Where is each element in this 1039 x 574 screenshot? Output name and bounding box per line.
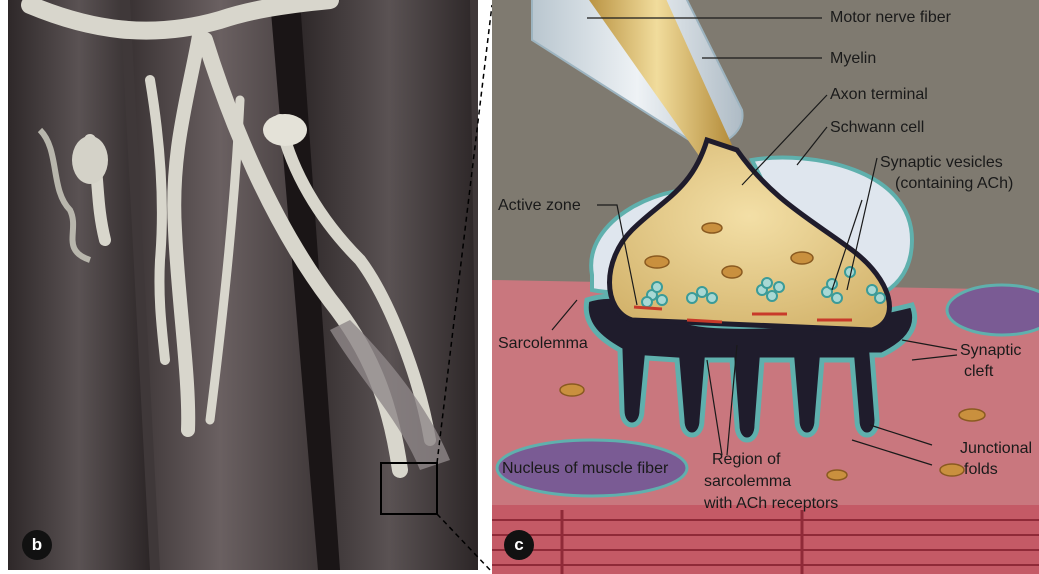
label-junctional-folds-1: Junctional xyxy=(960,439,1032,458)
panel-c-badge: c xyxy=(504,530,534,560)
diagram-panel: Motor nerve fiber Myelin Axon terminal S… xyxy=(492,0,1039,574)
label-axon-terminal: Axon terminal xyxy=(830,85,928,104)
label-active-zone: Active zone xyxy=(498,196,581,215)
label-synaptic-vesicles-sub: (containing ACh) xyxy=(895,174,1013,193)
label-junctional-folds-2: folds xyxy=(964,460,998,479)
label-synaptic-vesicles: Synaptic vesicles xyxy=(880,153,1003,172)
label-schwann-cell: Schwann cell xyxy=(830,118,924,137)
label-synaptic-cleft-1: Synaptic xyxy=(960,341,1021,360)
label-motor-nerve-fiber: Motor nerve fiber xyxy=(830,8,951,27)
label-sarcolemma: Sarcolemma xyxy=(498,334,588,353)
label-synaptic-cleft-2: cleft xyxy=(964,362,993,381)
label-nucleus: Nucleus of muscle fiber xyxy=(502,459,668,478)
label-region-2: sarcolemma xyxy=(704,472,791,491)
label-myelin: Myelin xyxy=(830,49,876,68)
label-region-3: with ACh receptors xyxy=(704,494,838,513)
label-region-1: Region of xyxy=(712,450,781,469)
